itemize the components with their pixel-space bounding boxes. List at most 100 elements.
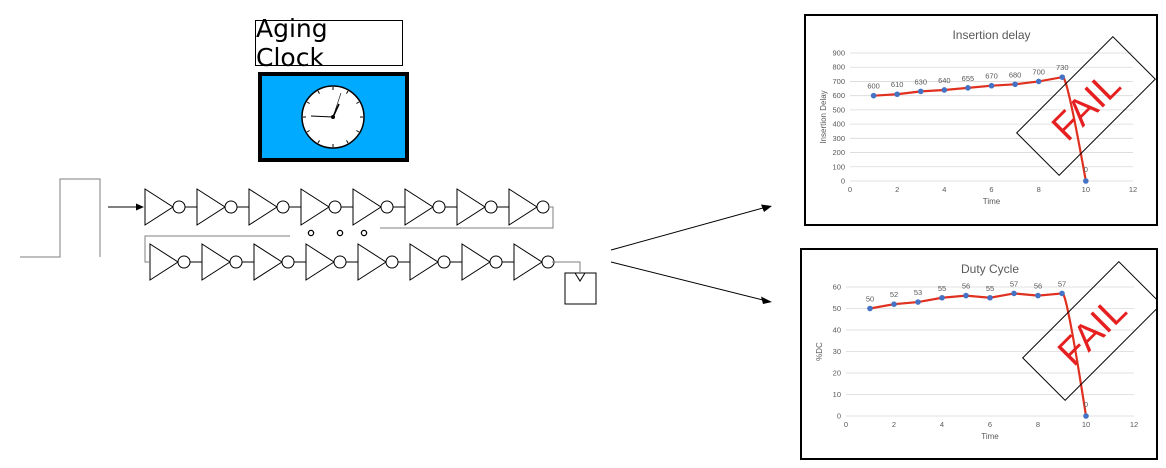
inverter-icon bbox=[456, 188, 498, 226]
x-tick-label: 2 bbox=[892, 420, 896, 429]
fail-annotation: FAIL bbox=[1044, 64, 1129, 149]
chain-interconnect bbox=[144, 206, 581, 272]
inverter-icon bbox=[149, 243, 191, 281]
data-point bbox=[988, 82, 995, 89]
y-tick-label: 900 bbox=[832, 49, 845, 58]
y-tick-label: 300 bbox=[832, 134, 845, 143]
x-tick-label: 6 bbox=[988, 420, 992, 429]
data-label: 57 bbox=[1010, 279, 1018, 288]
inverter-chain-top bbox=[144, 188, 550, 226]
data-label: 55 bbox=[938, 284, 946, 293]
data-point bbox=[1083, 178, 1089, 184]
inverter-icon bbox=[248, 188, 290, 226]
data-label: 50 bbox=[866, 295, 874, 304]
series-line bbox=[869, 292, 1088, 417]
data-label: 670 bbox=[985, 72, 998, 81]
data-point bbox=[915, 299, 921, 305]
aging-clock-icon bbox=[258, 72, 409, 162]
y-tick-label: 40 bbox=[833, 326, 841, 335]
data-point bbox=[987, 294, 993, 301]
data-point bbox=[965, 85, 971, 91]
y-axis-label: Insertion Delay bbox=[819, 90, 828, 143]
inverter-icon bbox=[508, 188, 550, 226]
data-point bbox=[917, 88, 924, 95]
fail-annotation: FAIL bbox=[1050, 289, 1135, 374]
output-arrows bbox=[610, 204, 772, 304]
data-point bbox=[939, 294, 945, 301]
x-tick-label: 0 bbox=[844, 420, 848, 429]
x-tick-label: 12 bbox=[1130, 420, 1138, 429]
data-label: 680 bbox=[1009, 70, 1022, 79]
aging-clock-label: Aging Clock bbox=[255, 14, 403, 72]
fail-stamp: FAIL bbox=[1021, 260, 1156, 402]
data-point bbox=[1012, 81, 1018, 88]
data-label: 53 bbox=[914, 288, 922, 297]
input-pulse-waveform bbox=[20, 178, 101, 258]
arrow-to-insertion-delay bbox=[610, 207, 764, 251]
x-tick-label: 12 bbox=[1129, 185, 1137, 194]
inverter-icon bbox=[201, 243, 243, 281]
data-label: 56 bbox=[962, 282, 970, 291]
data-point bbox=[1059, 74, 1066, 80]
y-tick-label: 50 bbox=[833, 304, 841, 313]
fail-stamp: FAIL bbox=[1015, 35, 1156, 177]
inverter-icon bbox=[253, 243, 295, 281]
x-tick-label: 4 bbox=[942, 185, 946, 194]
y-tick-label: 700 bbox=[832, 77, 845, 86]
x-tick-label: 8 bbox=[1036, 420, 1040, 429]
y-tick-label: 0 bbox=[841, 177, 845, 186]
inverter-chain-bottom bbox=[149, 243, 555, 281]
input-arrow-icon bbox=[108, 203, 144, 211]
continuation-dots bbox=[307, 229, 368, 237]
x-tick-label: 6 bbox=[989, 185, 993, 194]
data-label: 640 bbox=[938, 76, 951, 85]
chart-title: Duty Cycle bbox=[961, 262, 1019, 276]
y-tick-label: 0 bbox=[837, 412, 841, 421]
y-tick-label: 20 bbox=[833, 369, 841, 378]
x-tick-label: 0 bbox=[848, 185, 852, 194]
y-tick-label: 500 bbox=[832, 105, 845, 114]
inverter-icon bbox=[409, 243, 451, 281]
data-point bbox=[1011, 290, 1017, 297]
chart-title: Insertion delay bbox=[952, 28, 1030, 42]
data-label: 630 bbox=[914, 77, 927, 86]
data-point bbox=[870, 92, 877, 99]
data-point bbox=[867, 305, 873, 312]
inverter-icon bbox=[404, 188, 446, 226]
inverter-icon bbox=[357, 243, 399, 281]
y-tick-label: 200 bbox=[832, 148, 845, 157]
x-tick-label: 10 bbox=[1082, 420, 1090, 429]
data-point bbox=[1035, 292, 1041, 299]
inverter-icon bbox=[513, 243, 555, 281]
x-tick-label: 10 bbox=[1082, 185, 1090, 194]
data-label: 55 bbox=[986, 284, 994, 293]
arrow-to-duty-cycle bbox=[610, 261, 764, 301]
data-point bbox=[1083, 413, 1089, 419]
x-axis-label: Time bbox=[983, 197, 1001, 206]
inverter-icon bbox=[144, 188, 186, 226]
data-label: 655 bbox=[962, 74, 975, 83]
x-tick-label: 4 bbox=[940, 420, 944, 429]
data-label: 0 bbox=[1084, 400, 1088, 409]
inverter-icon bbox=[300, 188, 342, 226]
y-tick-label: 600 bbox=[832, 91, 845, 100]
y-tick-label: 100 bbox=[832, 162, 845, 171]
arrow-head-bottom-icon bbox=[761, 296, 772, 304]
inverter-icon bbox=[461, 243, 503, 281]
data-point bbox=[891, 301, 897, 307]
data-label: 600 bbox=[867, 82, 880, 91]
inverter-icon bbox=[352, 188, 394, 226]
y-tick-label: 30 bbox=[833, 347, 841, 356]
data-label: 57 bbox=[1058, 279, 1066, 288]
y-tick-label: 400 bbox=[832, 120, 845, 129]
y-tick-label: 800 bbox=[832, 63, 845, 72]
y-tick-label: 60 bbox=[833, 283, 841, 292]
x-tick-label: 8 bbox=[1037, 185, 1041, 194]
x-tick-label: 2 bbox=[895, 185, 899, 194]
data-label: 730 bbox=[1056, 63, 1069, 72]
data-point bbox=[941, 87, 948, 93]
x-axis-label: Time bbox=[981, 432, 999, 441]
data-point bbox=[894, 91, 900, 98]
